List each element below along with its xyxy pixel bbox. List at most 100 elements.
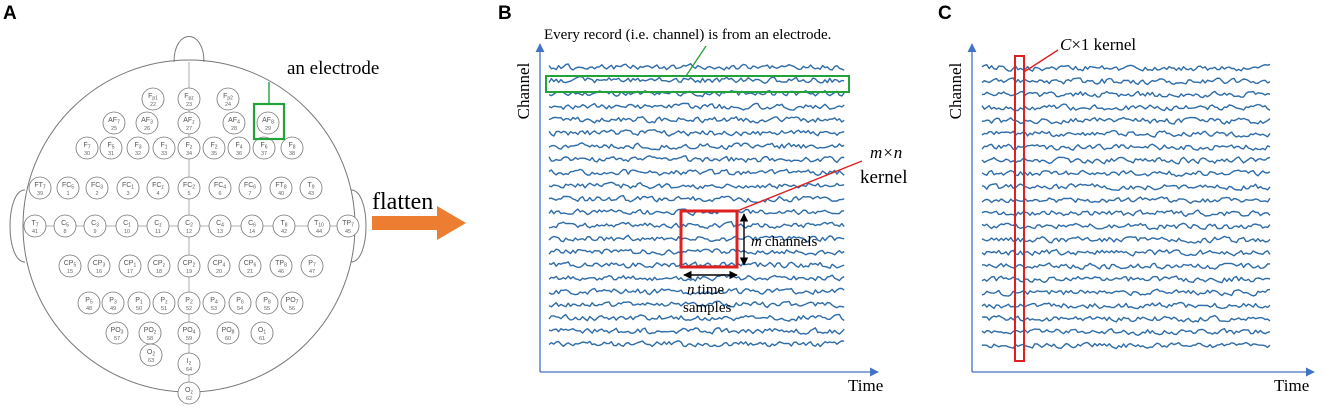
electrode-name: TP8 <box>275 260 287 269</box>
electrode-number: 27 <box>186 126 192 132</box>
electrode-number: 56 <box>289 306 295 312</box>
electrode-circle <box>300 254 324 278</box>
electrode-number: 10 <box>124 229 130 235</box>
channel-trace <box>548 340 845 348</box>
electrode-subscript: 2 <box>215 145 218 151</box>
channel-trace <box>981 63 1271 72</box>
electrode-number: 25 <box>111 126 117 132</box>
electrode-name: AF7 <box>108 117 120 126</box>
electrode-circle <box>28 176 52 200</box>
electrode-name: T10 <box>314 220 324 229</box>
electrode-subscript: z <box>189 361 192 367</box>
electrode-number: 6 <box>218 191 221 197</box>
electrode-subscript: 3 <box>96 223 99 229</box>
b-x-axis-label: Time <box>848 376 883 395</box>
b-channel-highlight <box>545 75 850 93</box>
electrode-number: 1 <box>66 191 69 197</box>
electrode-subscript: p2 <box>227 96 233 102</box>
channel-trace <box>981 301 1271 310</box>
channel-trace <box>548 181 845 190</box>
channel-trace <box>981 129 1271 138</box>
electrode-name: FCz <box>152 182 164 191</box>
electrode-name: P4 <box>210 297 218 306</box>
b-n-text: time <box>698 282 725 298</box>
electrode-circle <box>202 291 226 315</box>
electrode-circle <box>238 176 262 200</box>
electrode-circle <box>116 176 140 200</box>
electrode-subscript: 5 <box>71 185 74 191</box>
electrode-circle <box>228 291 252 315</box>
electrode-circle <box>252 136 276 160</box>
electrode-subscript: 4 <box>222 263 225 269</box>
electrode-subscript: 2 <box>192 185 195 191</box>
electrode-number: 18 <box>156 269 162 275</box>
electrode-name: Fpz <box>184 93 194 102</box>
electrode-number: 60 <box>225 336 231 342</box>
c-kernel-box <box>1014 55 1025 362</box>
electrode-name: P2 <box>185 297 193 306</box>
electrode-name: T9 <box>307 182 314 191</box>
electrode-name: Fz <box>186 142 193 151</box>
panel-b-title: Every record (i.e. channel) is from an e… <box>544 27 831 43</box>
electrode-name: P8 <box>263 297 271 306</box>
channel-trace <box>981 103 1271 112</box>
electrode-circle <box>127 291 151 315</box>
electrode-subscript: 2 <box>190 300 193 306</box>
electrode-c3: C39 <box>83 214 107 238</box>
electrode-name: F4 <box>235 142 242 151</box>
electrode-number: 53 <box>211 306 217 312</box>
electrode-name: T7 <box>31 220 38 229</box>
c-y-axis-label: Channel <box>946 62 965 119</box>
electrode-subscript: 4 <box>223 185 226 191</box>
b-m-text: channels <box>765 234 818 250</box>
b-kernel-box <box>679 209 739 269</box>
electrode-number: 42 <box>281 229 287 235</box>
electrode-subscript: 3 <box>150 120 153 126</box>
electrode-circle <box>56 176 80 200</box>
channel-trace <box>981 275 1271 284</box>
electrode-subscript: 8 <box>285 223 288 229</box>
electrode-name: CPz <box>153 260 166 269</box>
electrode-number: 59 <box>186 336 192 342</box>
electrode-number: 37 <box>261 151 267 157</box>
channel-trace <box>981 196 1271 204</box>
electrode-name: CP5 <box>64 260 77 269</box>
electrode-subscript: 6 <box>253 185 256 191</box>
electrode-number: 35 <box>211 151 217 157</box>
electrode-name: F6 <box>260 142 267 151</box>
electrode-name: FC4 <box>214 182 226 191</box>
electrode-circle <box>139 343 163 367</box>
channel-trace <box>982 90 1271 99</box>
channel-trace <box>548 168 845 177</box>
electrode-name: Iz <box>187 358 192 367</box>
electrode-subscript: 1 <box>165 145 168 151</box>
c-kernel-leader <box>1023 49 1059 73</box>
electrode-name: CP6 <box>244 260 257 269</box>
electrode-number: 45 <box>345 229 351 235</box>
channel-trace <box>981 341 1271 350</box>
channel-trace <box>548 300 845 309</box>
channel-trace <box>981 222 1271 231</box>
electrode-circle <box>58 254 82 278</box>
b-n-var: n <box>687 282 695 298</box>
channel-trace <box>981 248 1271 257</box>
electrode-number: 7 <box>248 191 251 197</box>
